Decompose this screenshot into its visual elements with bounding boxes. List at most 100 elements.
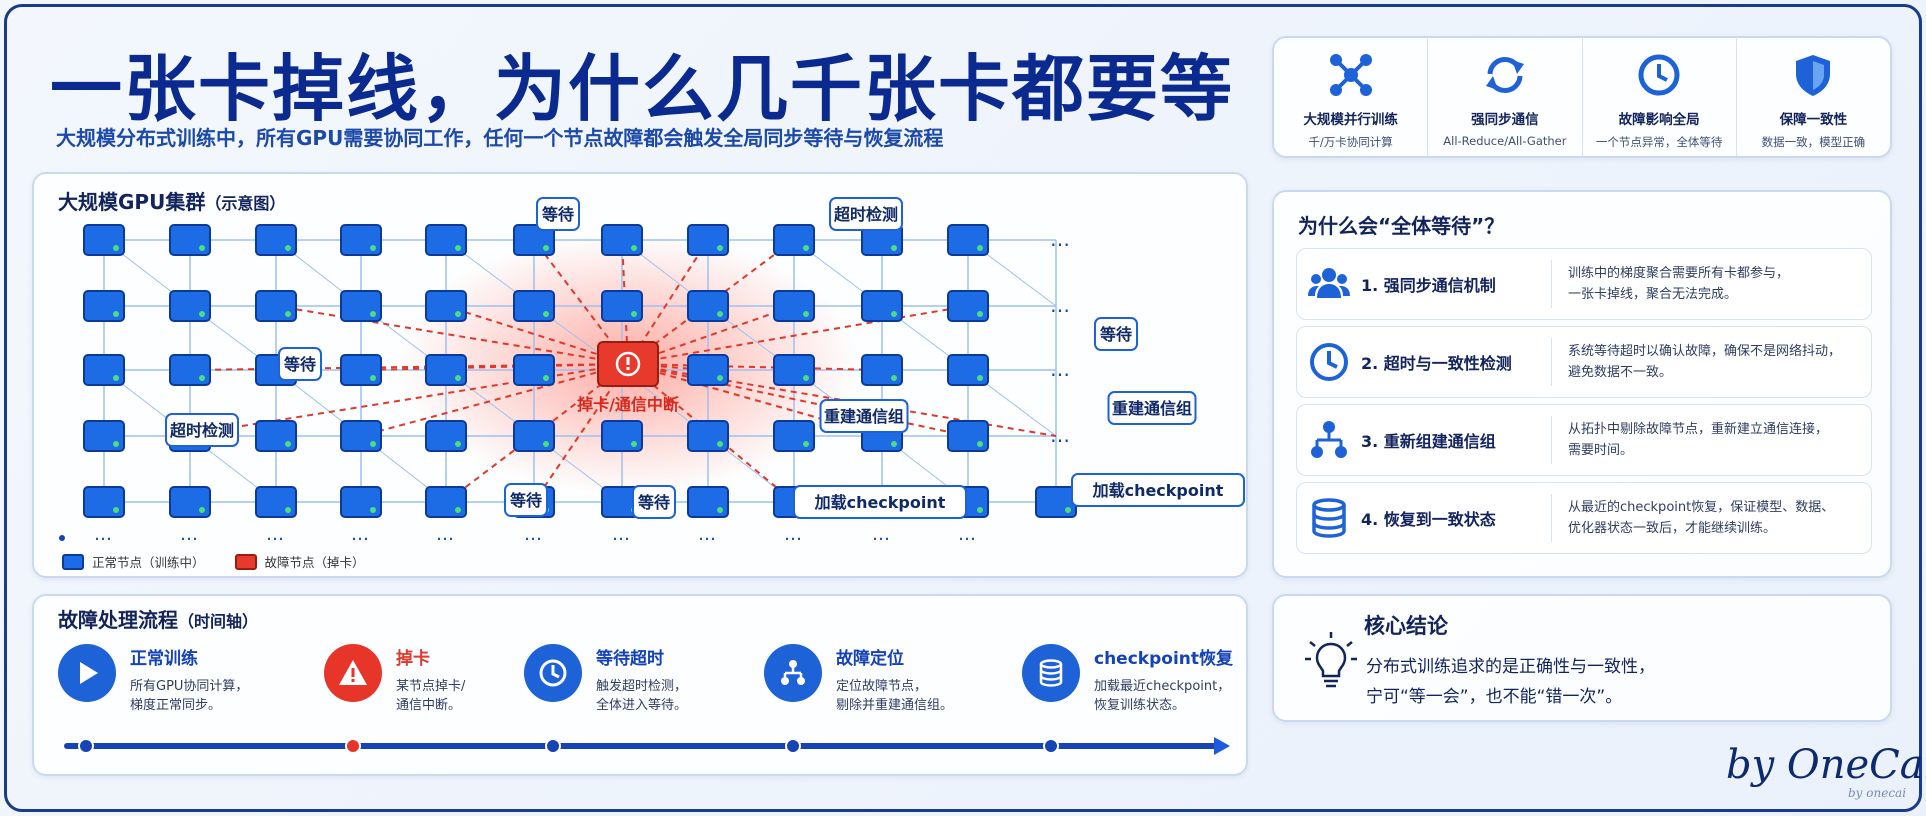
conclusion-title: 核心结论 [1364, 614, 1448, 638]
callout-label: 等待 [1099, 325, 1132, 344]
reason-divider [1551, 416, 1552, 464]
gpu-node [773, 290, 815, 322]
play-icon [80, 662, 98, 684]
ellipsis-marker: … [524, 524, 542, 545]
gpu-node [340, 486, 382, 518]
gpu-status-led [113, 375, 119, 381]
gpu-node [255, 290, 297, 322]
topology-icon [1311, 421, 1347, 458]
gpu-cluster-panel: ………………………………………掉卡/通信中断等待超时检测等待等待超时检测重建通信… [32, 172, 1248, 578]
callout-label: 重建通信组 [1112, 399, 1192, 418]
reason-desc: 训练中的梯度聚合需要所有卡都参与，一张卡掉线，聚合无法完成。 [1568, 263, 1789, 305]
callout-label: 加载checkpoint [814, 493, 946, 512]
reason-title: 1. 强同步通信机制 [1361, 276, 1496, 295]
ellipsis-marker: … [784, 524, 802, 545]
callout-label: 等待 [637, 493, 670, 512]
step-desc-line: 通信中断。 [396, 698, 462, 713]
timeline-title: 故障处理流程（时间轴） [58, 604, 258, 633]
step-desc: 定位故障节点，剔除并重建通信组。 [836, 677, 953, 715]
gpu-node [687, 486, 729, 518]
timeline-step-dropout: 掉卡 某节点掉卡/通信中断。 [324, 644, 465, 715]
gpu-status-led [455, 375, 461, 381]
step-desc-line: 梯度正常同步。 [130, 698, 222, 713]
step-title: 等待超时 [596, 649, 664, 669]
callout-timeout1: 超时检测 [829, 197, 903, 231]
gpu-status-led [113, 507, 119, 513]
feature-parallel: 大规模并行训练 千/万卡协同计算 [1274, 38, 1429, 156]
ellipsis-marker: … [1050, 227, 1070, 251]
gpu-node [340, 290, 382, 322]
callout-box [1107, 391, 1197, 425]
callout-box [829, 197, 903, 231]
feature-desc: 一个节点异常，全体等待 [1595, 135, 1723, 149]
ellipsis-marker: … [958, 524, 976, 545]
author-signature-small: by onecai [1848, 786, 1907, 800]
timeline-panel: 故障处理流程（时间轴） 正常训练 所有GPU协同计算，梯度正常同步。 掉卡 某节… [32, 594, 1248, 776]
gpu-status-led [977, 245, 983, 251]
feature-title: 保障一致性 [1779, 112, 1848, 128]
step-desc-line: 定位故障节点， [836, 679, 928, 694]
gpu-status-led [543, 375, 549, 381]
timeline-dot [545, 738, 561, 754]
gpu-status-led [543, 441, 549, 447]
gpu-node [425, 420, 467, 452]
gpu-status-led [199, 245, 205, 251]
ellipsis-marker: … [1050, 293, 1070, 317]
timeline-step-restore: checkpoint恢复 加载最近checkpoint，恢复训练状态。 [1022, 644, 1233, 715]
gpu-node [601, 420, 643, 452]
cluster-title-text: 大规模GPU集群 [58, 190, 206, 214]
gpu-status-led [891, 441, 897, 447]
callout-wait5: 等待 [632, 485, 676, 519]
users-icon [1308, 268, 1350, 298]
gpu-status-led [285, 507, 291, 513]
gpu-node [340, 224, 382, 256]
gpu-node [687, 224, 729, 256]
timeline-step-normal: 正常训练 所有GPU协同计算，梯度正常同步。 [58, 644, 248, 715]
feature-title: 故障影响全局 [1618, 112, 1700, 128]
callout-wait3: 等待 [1094, 317, 1138, 351]
gpu-status-led [717, 507, 723, 513]
gpu-node [255, 486, 297, 518]
gpu-status-led [717, 375, 723, 381]
feature-desc: 千/万卡协同计算 [1308, 135, 1393, 149]
timeline-dot [345, 738, 361, 754]
gpu-status-led [717, 311, 723, 317]
step-title: 掉卡 [396, 649, 430, 669]
gpu-node [861, 290, 903, 322]
step-desc-line: 所有GPU协同计算， [130, 679, 249, 694]
gpu-status-led [1065, 507, 1071, 513]
gpu-status-led [891, 375, 897, 381]
callout-timeout2: 超时检测 [165, 413, 239, 447]
gpu-node [687, 290, 729, 322]
failure-link [627, 363, 969, 437]
callout-box [1071, 473, 1245, 507]
gpu-status-led [370, 441, 376, 447]
feature-sync: 强同步通信 All-Reduce/All-Gather [1428, 38, 1583, 156]
callout-rebuild1: 重建通信组 [819, 399, 909, 433]
gpu-status-led [455, 245, 461, 251]
gpu-status-led [631, 441, 637, 447]
gpu-node [255, 224, 297, 256]
gpu-status-led [803, 311, 809, 317]
feature-desc: All-Reduce/All-Gather [1443, 134, 1567, 148]
callout-label: 超时检测 [833, 205, 898, 224]
page-subtitle: 大规模分布式训练中，所有GPU需要协同工作，任何一个节点故障都会触发全局同步等待… [56, 126, 944, 150]
gpu-node [425, 354, 467, 386]
failure-link [627, 363, 883, 371]
reason-desc-line: 一张卡掉线，聚合无法完成。 [1568, 287, 1738, 302]
reason-divider [1551, 260, 1552, 308]
gpu-node [687, 420, 729, 452]
step-desc-line: 恢复训练状态。 [1094, 698, 1186, 713]
alert-icon-bar [626, 357, 630, 365]
gpu-status-led [455, 507, 461, 513]
gpu-status-led [891, 311, 897, 317]
reason-desc: 从拓扑中剔除故障节点，重新建立通信连接，需要时间。 [1568, 419, 1828, 461]
gpu-node [340, 354, 382, 386]
failure-link [627, 363, 795, 503]
gpu-node [169, 224, 211, 256]
gpu-status-led [631, 245, 637, 251]
gpu-node [947, 420, 989, 452]
ellipsis-marker: … [180, 524, 198, 545]
gpu-status-led [370, 507, 376, 513]
clock-icon [1310, 343, 1348, 381]
